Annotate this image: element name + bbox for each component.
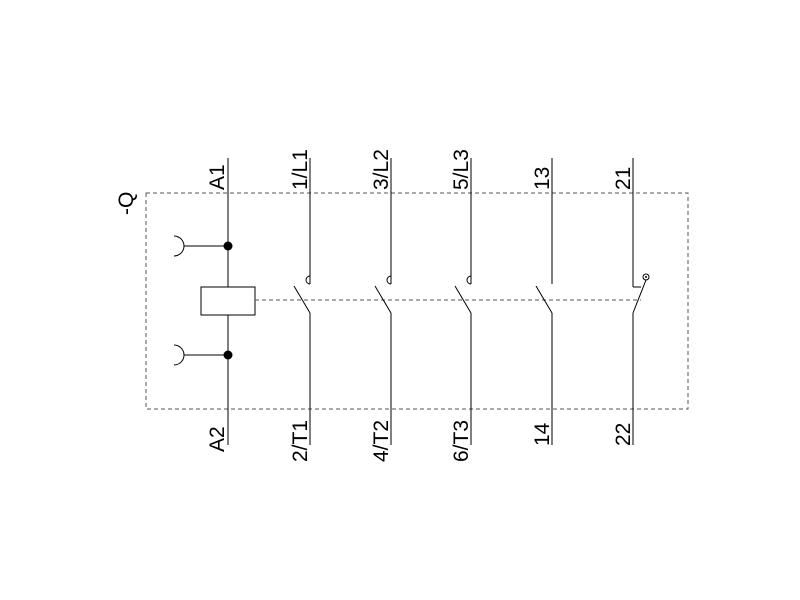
terminal-label-13: 13 xyxy=(531,167,554,190)
terminal-label-a2: A2 xyxy=(206,426,229,452)
terminal-label-21: 21 xyxy=(612,167,635,190)
nc-contact-point-icon xyxy=(642,273,650,281)
main-pole-3 xyxy=(454,158,472,445)
terminal-label-a1: A1 xyxy=(206,164,229,190)
aux-contact-no xyxy=(535,158,553,445)
terminal-label-14: 14 xyxy=(531,422,554,446)
aux-contact-nc xyxy=(632,158,650,445)
terminal-label-3-l2: 3/L2 xyxy=(370,149,393,190)
terminal-label-6-t3: 6/T3 xyxy=(450,420,473,462)
terminal-label-2-t1: 2/T1 xyxy=(289,420,312,462)
main-pole-1 xyxy=(293,158,311,445)
terminal-label-4-t2: 4/T2 xyxy=(370,420,393,462)
coil-branch xyxy=(173,158,256,445)
connector-bottom-icon xyxy=(173,344,185,366)
terminal-label-22: 22 xyxy=(612,423,635,446)
device-label: -Q xyxy=(115,192,138,215)
connector-top-icon xyxy=(173,235,185,257)
coil-symbol xyxy=(200,286,256,316)
device-enclosure xyxy=(145,192,689,410)
terminal-label-1-l1: 1/L1 xyxy=(289,149,312,190)
main-pole-2 xyxy=(374,158,392,445)
terminal-label-5-l3: 5/L3 xyxy=(450,149,473,190)
